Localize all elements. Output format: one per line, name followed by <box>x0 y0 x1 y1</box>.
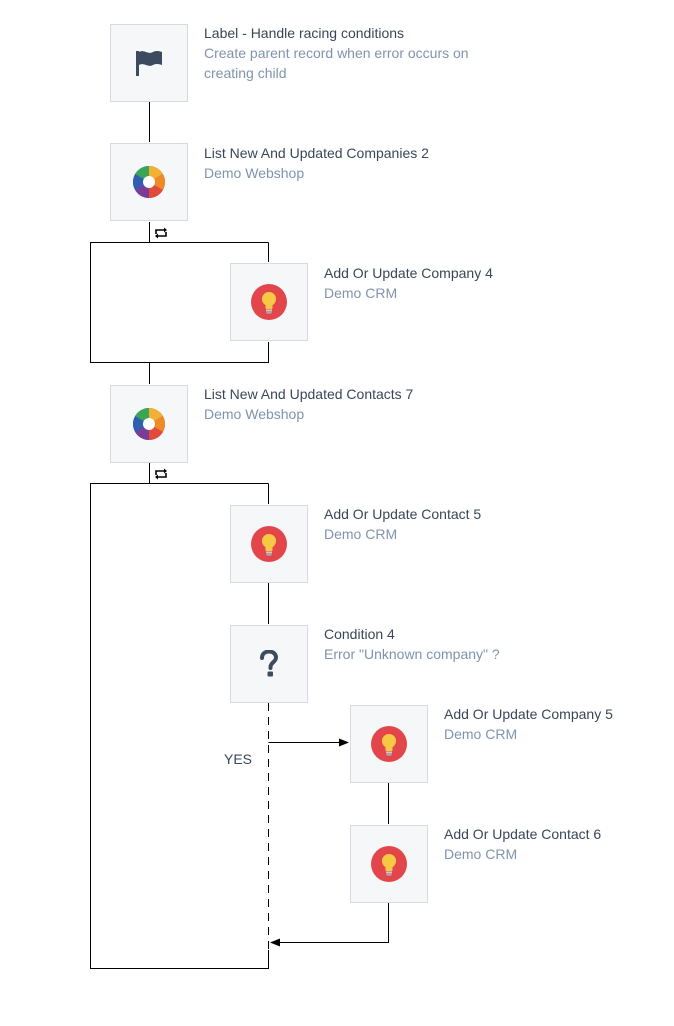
list-companies-node[interactable] <box>110 143 188 221</box>
lightbulb-icon <box>371 846 407 882</box>
node-subtitle: Demo CRM <box>324 526 398 542</box>
node-title: Add Or Update Contact 6 <box>444 826 602 842</box>
list-contacts-text: List New And Updated Contacts 7 Demo Web… <box>204 384 504 424</box>
update-contact-6-text: Add Or Update Contact 6 Demo CRM <box>444 824 674 864</box>
loop-repeat-icon <box>154 227 168 239</box>
condition-4-node[interactable] <box>230 625 308 703</box>
node-subtitle: Create parent record when error occurs o… <box>204 45 469 81</box>
update-company-4-node[interactable] <box>230 263 308 341</box>
node-title: Add Or Update Company 5 <box>444 706 613 722</box>
question-mark-icon <box>259 650 279 678</box>
loop-frame-contacts <box>90 463 269 969</box>
node-subtitle: Demo CRM <box>444 726 518 742</box>
lightbulb-icon <box>371 726 407 762</box>
lightbulb-icon <box>251 526 287 562</box>
update-company-5-text: Add Or Update Company 5 Demo CRM <box>444 704 674 744</box>
list-companies-text: List New And Updated Companies 2 Demo We… <box>204 143 504 183</box>
flag-icon <box>134 49 164 77</box>
node-subtitle: Demo CRM <box>324 285 398 301</box>
node-subtitle: Demo CRM <box>444 846 518 862</box>
node-title: Condition 4 <box>324 626 395 642</box>
lightbulb-icon <box>251 284 287 320</box>
node-title: Add Or Update Company 4 <box>324 265 493 281</box>
update-company-5-node[interactable] <box>350 705 428 783</box>
yes-branch-label: YES <box>224 751 253 767</box>
node-subtitle: Demo Webshop <box>204 406 305 422</box>
update-contact-6-node[interactable] <box>350 825 428 903</box>
node-subtitle: Error "Unknown company" ? <box>324 646 500 662</box>
node-title: List New And Updated Contacts 7 <box>204 386 414 402</box>
webshop-aperture-icon <box>132 165 166 199</box>
node-title: List New And Updated Companies 2 <box>204 145 429 161</box>
label-node[interactable] <box>110 24 188 102</box>
label-node-text: Label - Handle racing conditions Create … <box>204 23 504 83</box>
connector-contact-6-return <box>270 903 389 947</box>
update-contact-5-text: Add Or Update Contact 5 Demo CRM <box>324 504 624 544</box>
webshop-aperture-icon <box>132 407 166 441</box>
node-subtitle: Demo Webshop <box>204 165 305 181</box>
node-title: Add Or Update Contact 5 <box>324 506 482 522</box>
update-company-4-text: Add Or Update Company 4 Demo CRM <box>324 263 624 303</box>
loop-frame-companies <box>90 222 269 363</box>
loop-repeat-icon <box>154 468 168 480</box>
list-contacts-node[interactable] <box>110 385 188 463</box>
condition-4-text: Condition 4 Error "Unknown company" ? <box>324 624 624 664</box>
node-title: Label - Handle racing conditions <box>204 25 405 41</box>
update-contact-5-node[interactable] <box>230 505 308 583</box>
